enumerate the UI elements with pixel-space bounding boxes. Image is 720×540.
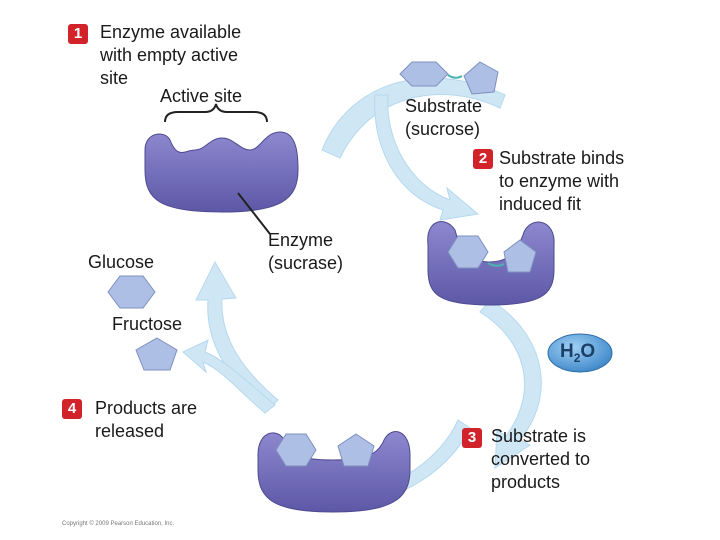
active-site-brace <box>164 103 268 123</box>
step-1-badge: 1 <box>68 24 88 44</box>
bound-pentagon <box>503 239 537 273</box>
arrow-products <box>182 339 276 414</box>
step-2-text: Substrate binds to enzyme with induced f… <box>499 148 625 214</box>
copyright-text: Copyright © 2009 Pearson Education, Inc. <box>62 521 175 527</box>
glucose-label: Glucose <box>88 252 155 272</box>
water-label: H2O <box>560 341 595 365</box>
arrow-top <box>321 77 506 159</box>
water-h: H <box>560 341 574 362</box>
fructose-pentagon <box>135 337 178 371</box>
cycle-arrows <box>182 77 542 503</box>
substrate-hexagon <box>399 61 449 87</box>
substrate-pentagon <box>463 61 499 95</box>
step-1-text: Enzyme available with empty active site <box>100 22 242 88</box>
water-o: O <box>580 341 596 362</box>
product-pentagon <box>337 433 375 467</box>
enzyme-bound <box>427 221 555 306</box>
step-3-badge: 3 <box>462 428 482 448</box>
product-hexagon <box>275 433 317 467</box>
water-subscript: 2 <box>573 350 581 365</box>
enzyme-products <box>257 431 411 513</box>
step-2-badge: 2 <box>473 149 493 169</box>
enzyme-pointer-line <box>237 192 271 235</box>
arrow-right-down <box>374 94 480 221</box>
substrate-sucrose <box>399 61 499 95</box>
substrate-label: Substrate (sucrose) <box>405 96 483 139</box>
step-3-text: Substrate is converted to products <box>491 426 591 492</box>
arrow-right <box>479 299 542 469</box>
bound-hexagon <box>447 235 489 269</box>
glucose-hexagon <box>107 275 156 309</box>
fructose-label: Fructose <box>112 314 183 334</box>
step-4-badge: 4 <box>62 399 82 419</box>
enzyme-empty <box>144 131 299 213</box>
water-molecule <box>547 333 613 373</box>
enzyme-label: Enzyme (sucrase) <box>268 230 344 273</box>
active-site-label: Active site <box>160 86 243 106</box>
step-4-text: Products are released <box>95 398 198 441</box>
